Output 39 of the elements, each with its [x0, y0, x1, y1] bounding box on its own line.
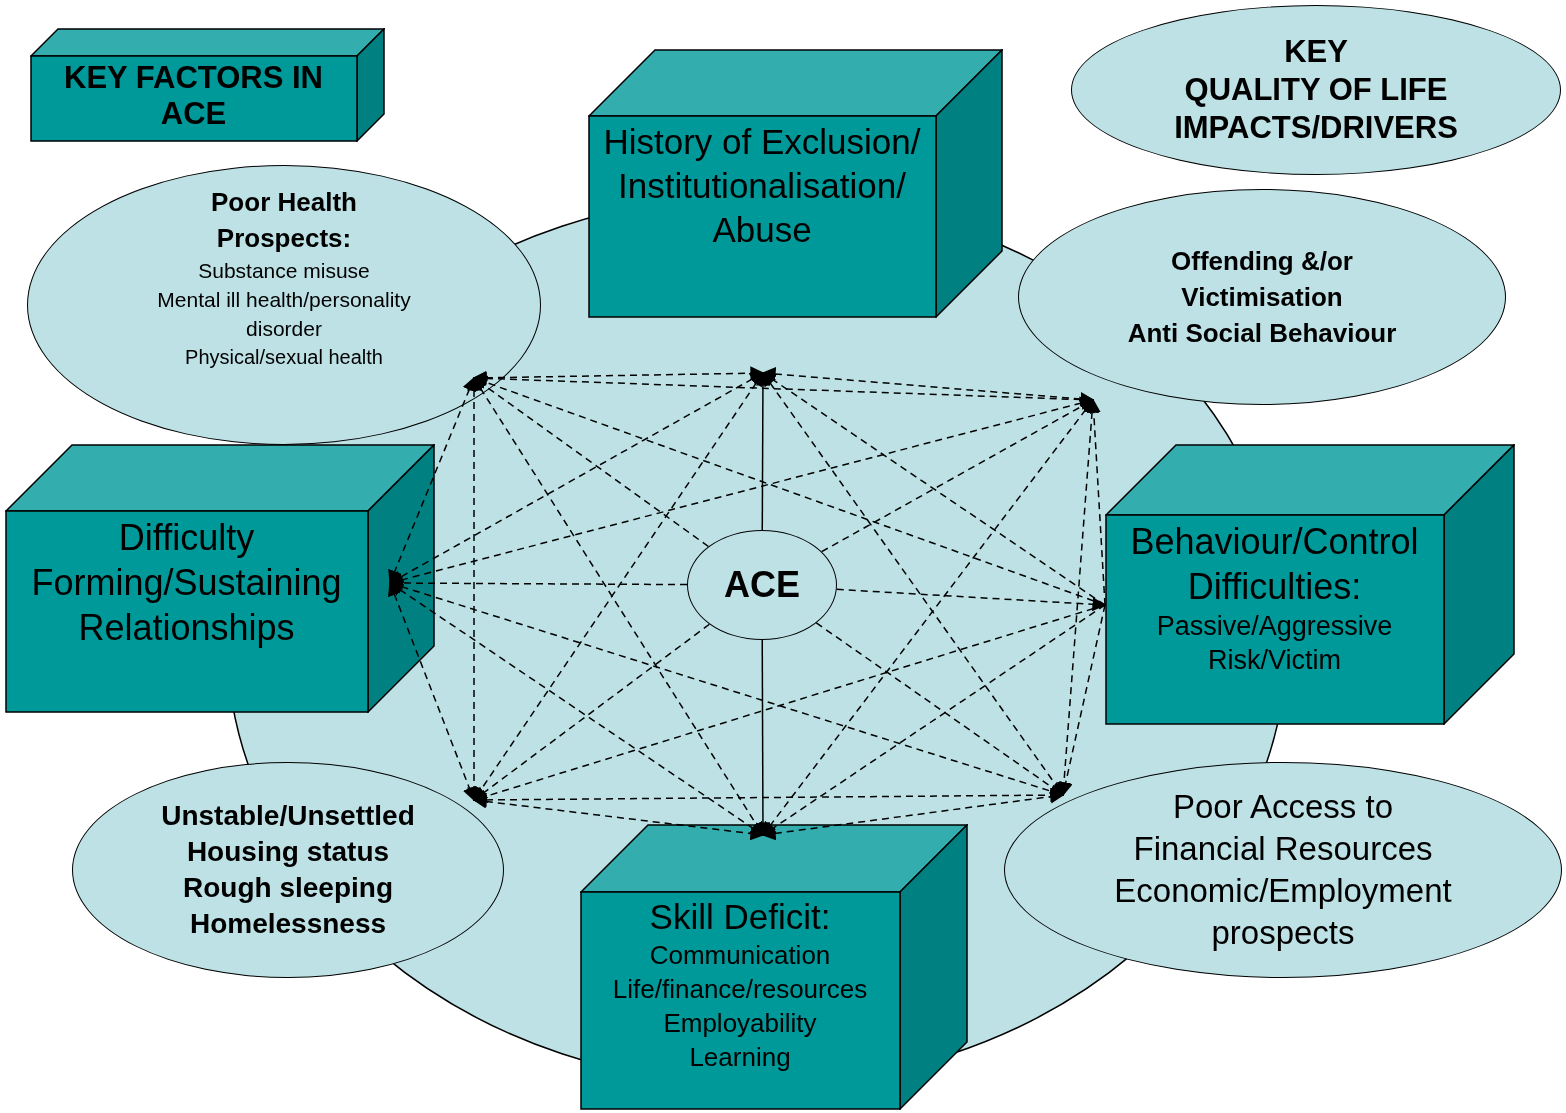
node-text: Rough sleeping [183, 871, 393, 905]
node-text: Skill Deficit: [649, 896, 831, 938]
node-text: Behaviour/Control Difficulties: [1129, 520, 1420, 609]
node-text: Difficulty Forming/Sustaining Relationships [30, 516, 343, 650]
node-text: Economic/Employment prospects [1113, 871, 1453, 953]
node-text: Mental ill health/personality disorder [156, 286, 412, 342]
factor-box [580, 824, 968, 1110]
node-text: Physical/sexual health [185, 344, 383, 370]
node-text: Employability [663, 1007, 817, 1040]
factor-box [588, 49, 1003, 318]
dashed-arrow [1086, 398, 1106, 606]
dashed-arrow [388, 581, 476, 802]
factor-box [5, 444, 435, 713]
node-text: Poor Access to Financial Resources [1132, 787, 1434, 869]
node-text: KEY FACTORS IN ACE [63, 60, 324, 132]
node-text: Offending &/or [1171, 245, 1353, 278]
node-text: History of Exclusion/ Institutionalisation/ Abuse [602, 121, 922, 251]
node-text: Housing status [186, 835, 390, 869]
node-text: Substance misuse [198, 257, 370, 284]
node-text: Victimisation [1181, 281, 1343, 314]
dashed-arrow [1058, 604, 1106, 797]
node-text: Homelessness [189, 907, 387, 941]
node-text: ACE [724, 563, 800, 607]
dashed-arrow [388, 376, 476, 585]
node-text: Learning [689, 1041, 791, 1074]
dashed-arrow [761, 367, 1095, 406]
node-text: Communication [649, 939, 831, 972]
node-text: QUALITY OF LIFE IMPACTS/DRIVERS [1173, 71, 1459, 147]
node-text: Unstable/Unsettled [161, 799, 415, 833]
node-text: Anti Social Behaviour [1127, 317, 1397, 350]
node-text: Life/finance/resources [612, 973, 868, 1006]
factor-box [1105, 444, 1515, 725]
node-text: Poor Health Prospects: [210, 185, 358, 255]
node-text: Risk/Victim [1208, 644, 1341, 677]
node-text: KEY [1284, 33, 1348, 71]
node-text: Passive/Aggressive [1156, 610, 1393, 643]
dashed-arrow [472, 794, 765, 841]
dashed-arrow [761, 789, 1065, 841]
key-box [30, 28, 385, 142]
